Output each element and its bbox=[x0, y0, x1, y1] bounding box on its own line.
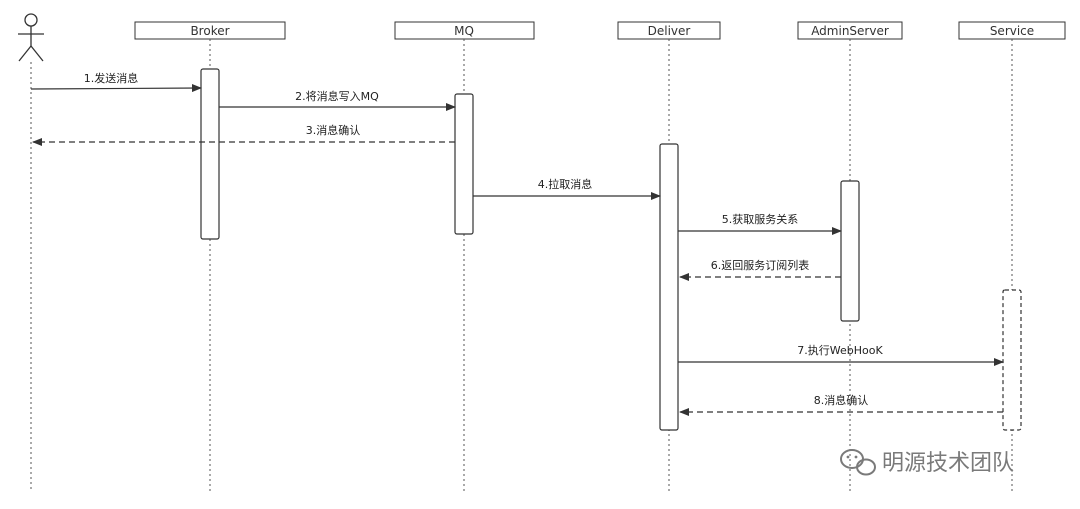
message-5: 5.获取服务关系 bbox=[678, 212, 842, 235]
wechat-icon bbox=[840, 449, 876, 476]
participant-deliver: Deliver bbox=[617, 21, 721, 40]
message-label: 3.消息确认 bbox=[306, 123, 361, 137]
participant-adminserver: AdminServer bbox=[797, 21, 903, 40]
participant-label: Broker bbox=[190, 24, 229, 38]
message-label: 4.拉取消息 bbox=[538, 177, 593, 191]
message-label: 2.将消息写入MQ bbox=[295, 89, 379, 103]
message-2: 2.将消息写入MQ bbox=[219, 89, 456, 111]
message-6: 6.返回服务订阅列表 bbox=[679, 258, 841, 281]
message-4: 4.拉取消息 bbox=[473, 177, 661, 200]
message-label: 6.返回服务订阅列表 bbox=[711, 258, 810, 272]
deliver-activation bbox=[659, 143, 679, 431]
service-activation bbox=[1002, 289, 1022, 431]
message-label: 7.执行WebHooK bbox=[797, 343, 883, 357]
watermark-text: 明源技术团队 bbox=[882, 451, 1014, 476]
message-7: 7.执行WebHooK bbox=[678, 343, 1004, 366]
participant-label: MQ bbox=[454, 24, 474, 38]
message-1: 1.发送消息 bbox=[30, 71, 202, 93]
watermark: 明源技术团队 bbox=[840, 449, 1014, 476]
user-actor-icon bbox=[18, 13, 44, 62]
adminserver-activation bbox=[840, 180, 860, 322]
broker-activation bbox=[200, 68, 220, 240]
message-label: 8.消息确认 bbox=[814, 393, 869, 407]
participant-label: Deliver bbox=[648, 24, 691, 38]
message-label: 5.获取服务关系 bbox=[722, 212, 799, 226]
participant-mq: MQ bbox=[394, 21, 535, 40]
message-label: 1.发送消息 bbox=[84, 71, 139, 85]
mq-activation bbox=[454, 93, 474, 235]
participant-label: Service bbox=[990, 24, 1034, 38]
participant-label: AdminServer bbox=[811, 24, 889, 38]
message-3: 3.消息确认 bbox=[32, 123, 455, 146]
participant-service: Service bbox=[958, 21, 1066, 40]
participant-broker: Broker bbox=[134, 21, 286, 40]
message-8: 8.消息确认 bbox=[679, 393, 1003, 416]
